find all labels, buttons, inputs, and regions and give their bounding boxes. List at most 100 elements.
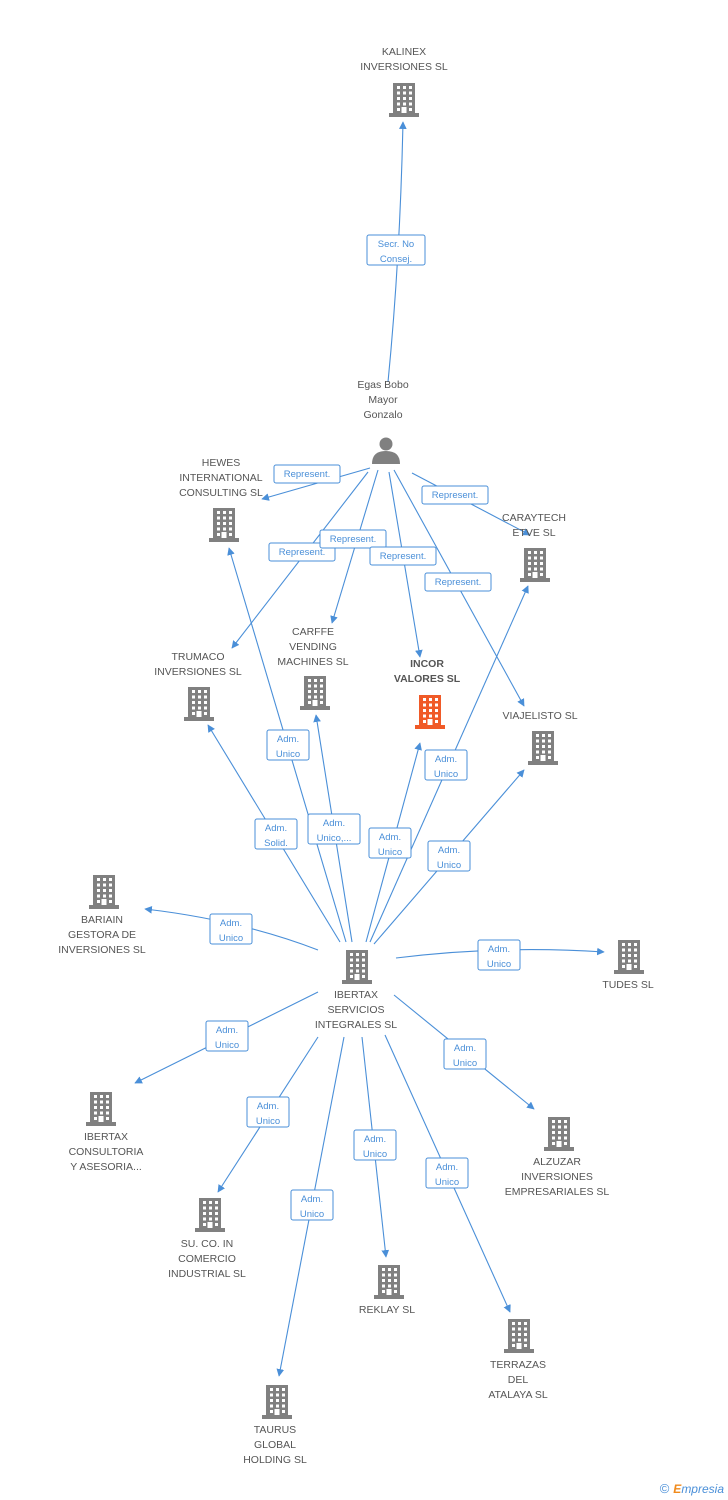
edge-label-text: Represent. [380,551,426,562]
edge-label[interactable]: Adm. Unico [209,913,253,945]
building-icon [184,687,214,721]
edge-label-box [366,234,426,266]
node-label: CARAYTECH [502,512,566,524]
node-label: REKLAY SL [359,1304,415,1316]
node-label: MACHINES SL [277,656,348,668]
edge-label-text: Represent. [432,490,478,501]
building-icon [614,940,644,974]
node-label: GLOBAL [254,1439,296,1451]
edge-label[interactable]: Adm. Unico [290,1189,334,1221]
edge-label-text: Unico [219,933,243,944]
edge-label[interactable]: Adm.Unico [205,1020,249,1052]
edge-label[interactable]: Adm.Unico [368,827,412,859]
edge-label-text: Adm. [257,1101,279,1112]
edge-label[interactable]: Represent. [424,572,492,592]
edge-label-box [443,1038,487,1070]
edge-label[interactable]: Adm.Unico [477,939,521,971]
edge-label[interactable]: Adm.Unico,... [307,813,361,845]
edge-label[interactable]: Adm.Unico [424,749,468,781]
node-label: INVERSIONES SL [360,61,448,73]
edge-label-box [427,840,471,872]
building-icon [86,1092,116,1126]
edge-label[interactable]: Represent. [273,464,341,484]
edge-label-text: Adm. [220,918,242,929]
node-label: VENDING [289,641,337,653]
edge-label-text: Represent. [284,469,330,480]
building-icon [504,1319,534,1353]
node-label: VALORES SL [394,673,461,685]
building-icon [262,1385,292,1419]
edge-label-text: Unico [437,860,461,871]
node-label: BARIAIN [81,914,123,926]
copyright-symbol: © [659,1481,670,1496]
node-label: DEL [508,1374,529,1386]
edge-label-box [307,813,361,845]
node-label: INDUSTRIAL SL [168,1268,246,1280]
node-reklay[interactable]: REKLAY SL [359,1265,415,1316]
edge-label[interactable]: Adm.Unico [443,1038,487,1070]
edge-label-text: Adm. [438,845,460,856]
node-label: CONSULTORIA [69,1146,144,1158]
edge-label[interactable]: Represent. [268,542,336,562]
node-tudes[interactable]: TUDES SL [602,940,654,991]
logo-initial: E [673,1482,682,1496]
edge-label-text: Adm. [454,1043,476,1054]
edge-label-text: Represent. [435,577,481,588]
building-icon [544,1117,574,1151]
edge-label-text: Adm. [436,1162,458,1173]
node-label: GESTORA DE [68,929,136,941]
edge-label-box [353,1129,397,1161]
node-taurus[interactable]: TAURUS GLOBAL HOLDING SL [243,1385,307,1466]
node-label: COMERCIO [178,1253,236,1265]
node-label: HOLDING SL [243,1454,307,1466]
edge-label[interactable]: Adm. Unico [427,840,471,872]
node-label: HEWES [202,457,241,469]
node-label: TAURUS [254,1424,296,1436]
node-label: TUDES SL [602,979,654,991]
edge-label-text: Adm. [301,1194,323,1205]
edge-label-box [246,1096,290,1128]
edge-label-box [290,1189,334,1221]
building-icon [209,508,239,542]
node-label: IBERTAX [84,1131,128,1143]
node-label: INCOR [410,658,444,670]
edge-label-box [205,1020,249,1052]
edge-label-box [424,749,468,781]
edge-label[interactable]: Represent. [369,546,437,566]
edge-label[interactable]: Adm.Solid. [254,818,298,850]
building-icon [415,695,445,729]
node-label: ATALAYA SL [488,1389,547,1401]
edge-label-box [425,1157,469,1189]
edge-label[interactable]: Adm.Unico [266,729,310,761]
edge-label[interactable]: Adm.Unico [425,1157,469,1189]
edge-label-box [421,485,489,505]
node-label: TRUMACO [171,651,224,663]
node-label: Egas Bobo [357,379,409,391]
node-viajelisto[interactable]: VIAJELISTO SL [502,710,578,765]
edge-label-box [477,939,521,971]
node-incor[interactable]: INCOR VALORES SL [394,658,461,729]
edge-label[interactable]: Represent. [421,485,489,505]
node-caraytech[interactable]: CARAYTECH ETVE SL [502,512,566,582]
edge-label-text: Unico [300,1209,324,1220]
edge-label-box [266,729,310,761]
node-label: ETVE SL [512,527,555,539]
edge-label[interactable]: Adm.Unico [353,1129,397,1161]
edge-label[interactable]: Represent. [319,529,387,549]
edge-label-text: Adm. [216,1025,238,1036]
node-label: IBERTAX [334,989,378,1001]
edge-label[interactable]: Adm.Unico [246,1096,290,1128]
